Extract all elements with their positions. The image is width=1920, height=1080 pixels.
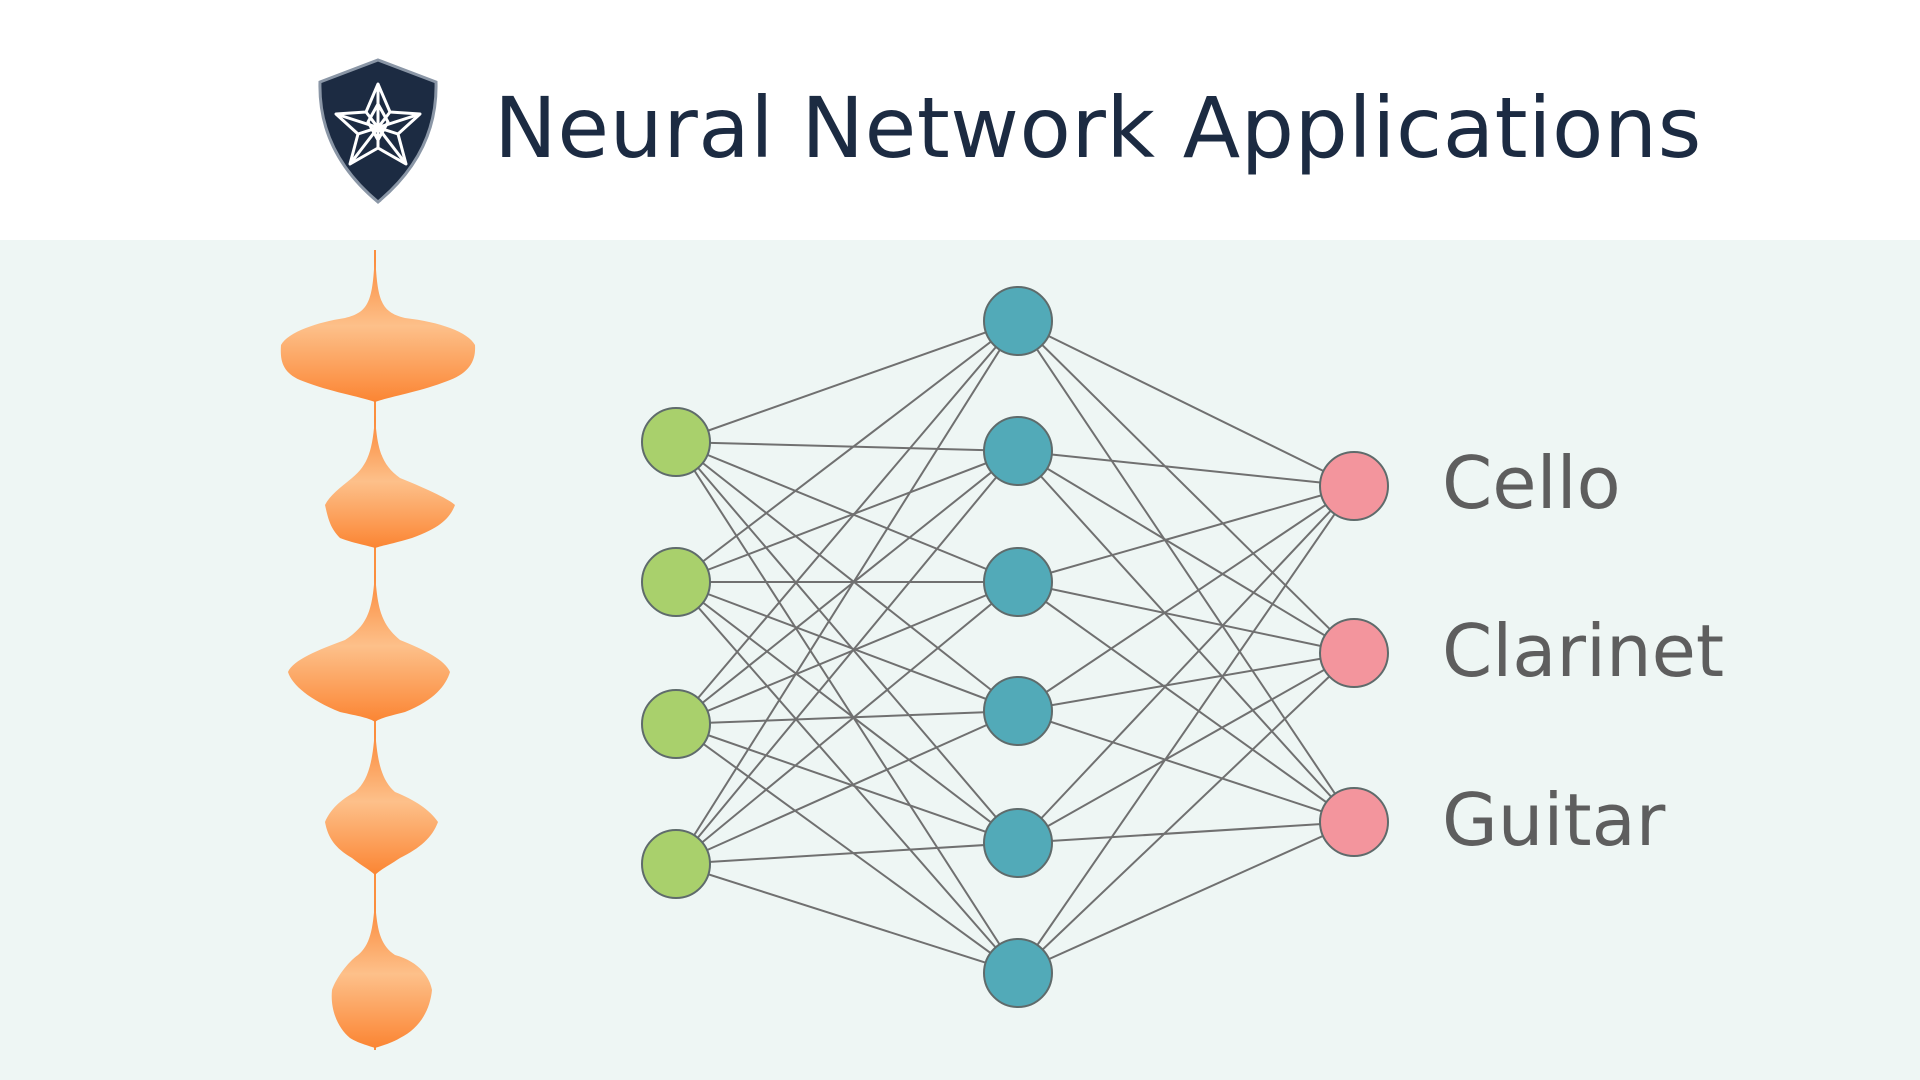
edge (675, 441, 1019, 974)
edge (675, 723, 1019, 844)
hidden-node (983, 808, 1053, 878)
hidden-node (983, 416, 1053, 486)
hidden-node (983, 676, 1053, 746)
edge (675, 441, 1019, 712)
header: Neural Network Applications (0, 0, 1920, 240)
edge (1017, 652, 1355, 712)
edge (675, 320, 1019, 443)
hidden-node (983, 938, 1053, 1008)
output-label-cello: Cello (1442, 441, 1621, 525)
edge (1017, 485, 1355, 844)
edge (675, 441, 1019, 844)
edge (1017, 652, 1355, 844)
network-edges (675, 320, 1355, 974)
edge (1017, 485, 1355, 712)
edge (675, 581, 1019, 865)
edge (675, 450, 1019, 583)
edge (1017, 485, 1355, 974)
edge (675, 863, 1019, 974)
edge (675, 441, 1019, 452)
input-node (641, 547, 711, 617)
input-node (641, 407, 711, 477)
edge (1017, 320, 1355, 823)
output-label-clarinet: Clarinet (1442, 609, 1724, 693)
edge (1017, 450, 1355, 487)
edge (675, 441, 1019, 583)
output-label-guitar: Guitar (1442, 778, 1666, 862)
edge (675, 581, 1019, 712)
page-title: Neural Network Applications (494, 79, 1702, 177)
input-node (641, 829, 711, 899)
edge (675, 581, 1019, 974)
edge (1017, 320, 1355, 654)
input-node (641, 689, 711, 759)
edge (1017, 710, 1355, 823)
edge (675, 710, 1019, 725)
edge (675, 320, 1019, 583)
edge (675, 320, 1019, 865)
edge (675, 581, 1019, 844)
edge (675, 450, 1019, 725)
edge (675, 842, 1019, 865)
output-node (1319, 618, 1389, 688)
audio-waveform-icon (280, 250, 476, 1050)
edge (675, 581, 1019, 725)
edge (1017, 821, 1355, 844)
edge (675, 723, 1019, 974)
edge (1017, 581, 1355, 654)
edge (675, 710, 1019, 865)
edge (675, 450, 1019, 865)
edge (1017, 821, 1355, 974)
output-node (1319, 787, 1389, 857)
hidden-node (983, 547, 1053, 617)
edge (675, 320, 1019, 725)
edge (1017, 581, 1355, 823)
output-node (1319, 451, 1389, 521)
network-nodes (641, 286, 1389, 1008)
edge (1017, 450, 1355, 823)
snowflake-shield-icon (318, 58, 438, 204)
edge (1017, 450, 1355, 654)
edge (1017, 485, 1355, 583)
edge (1017, 652, 1355, 974)
edge (1017, 320, 1355, 487)
hidden-node (983, 286, 1053, 356)
